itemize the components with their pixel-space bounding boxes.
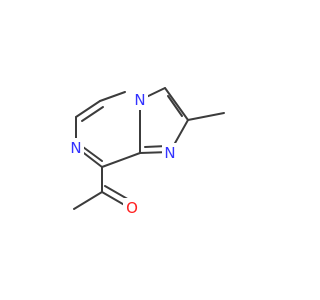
atom-n-pyrazine: N	[68, 138, 84, 158]
atom-n-bridge: N	[132, 90, 148, 110]
bond-carbonyl-methyl	[73, 191, 103, 210]
molecule-structure-diagram: N N N O	[68, 87, 225, 218]
atom-o-carbonyl-label: O	[126, 199, 138, 217]
atom-n-imidazole: N	[162, 143, 178, 163]
atom-n-bridge-label: N	[134, 91, 145, 109]
molecule-svg: N N N O	[68, 87, 225, 218]
bond-c6-c5-inner	[81, 106, 104, 122]
bond-c8-c8a	[101, 152, 141, 168]
bonds	[73, 87, 225, 210]
bond-c5-n4	[99, 91, 126, 102]
bond-c3-c2	[164, 87, 189, 121]
bond-c6-c5	[75, 100, 101, 118]
atom-n-pyrazine-label: N	[70, 139, 81, 157]
bond-c2-methyl	[187, 112, 225, 121]
atom-n-imidazole-label: N	[164, 144, 175, 162]
atom-o-carbonyl: O	[123, 198, 141, 218]
bond-n7-c8-inner	[82, 146, 103, 162]
atom-labels: N N N O	[68, 90, 178, 218]
bond-c3-c2-inner	[167, 95, 183, 117]
